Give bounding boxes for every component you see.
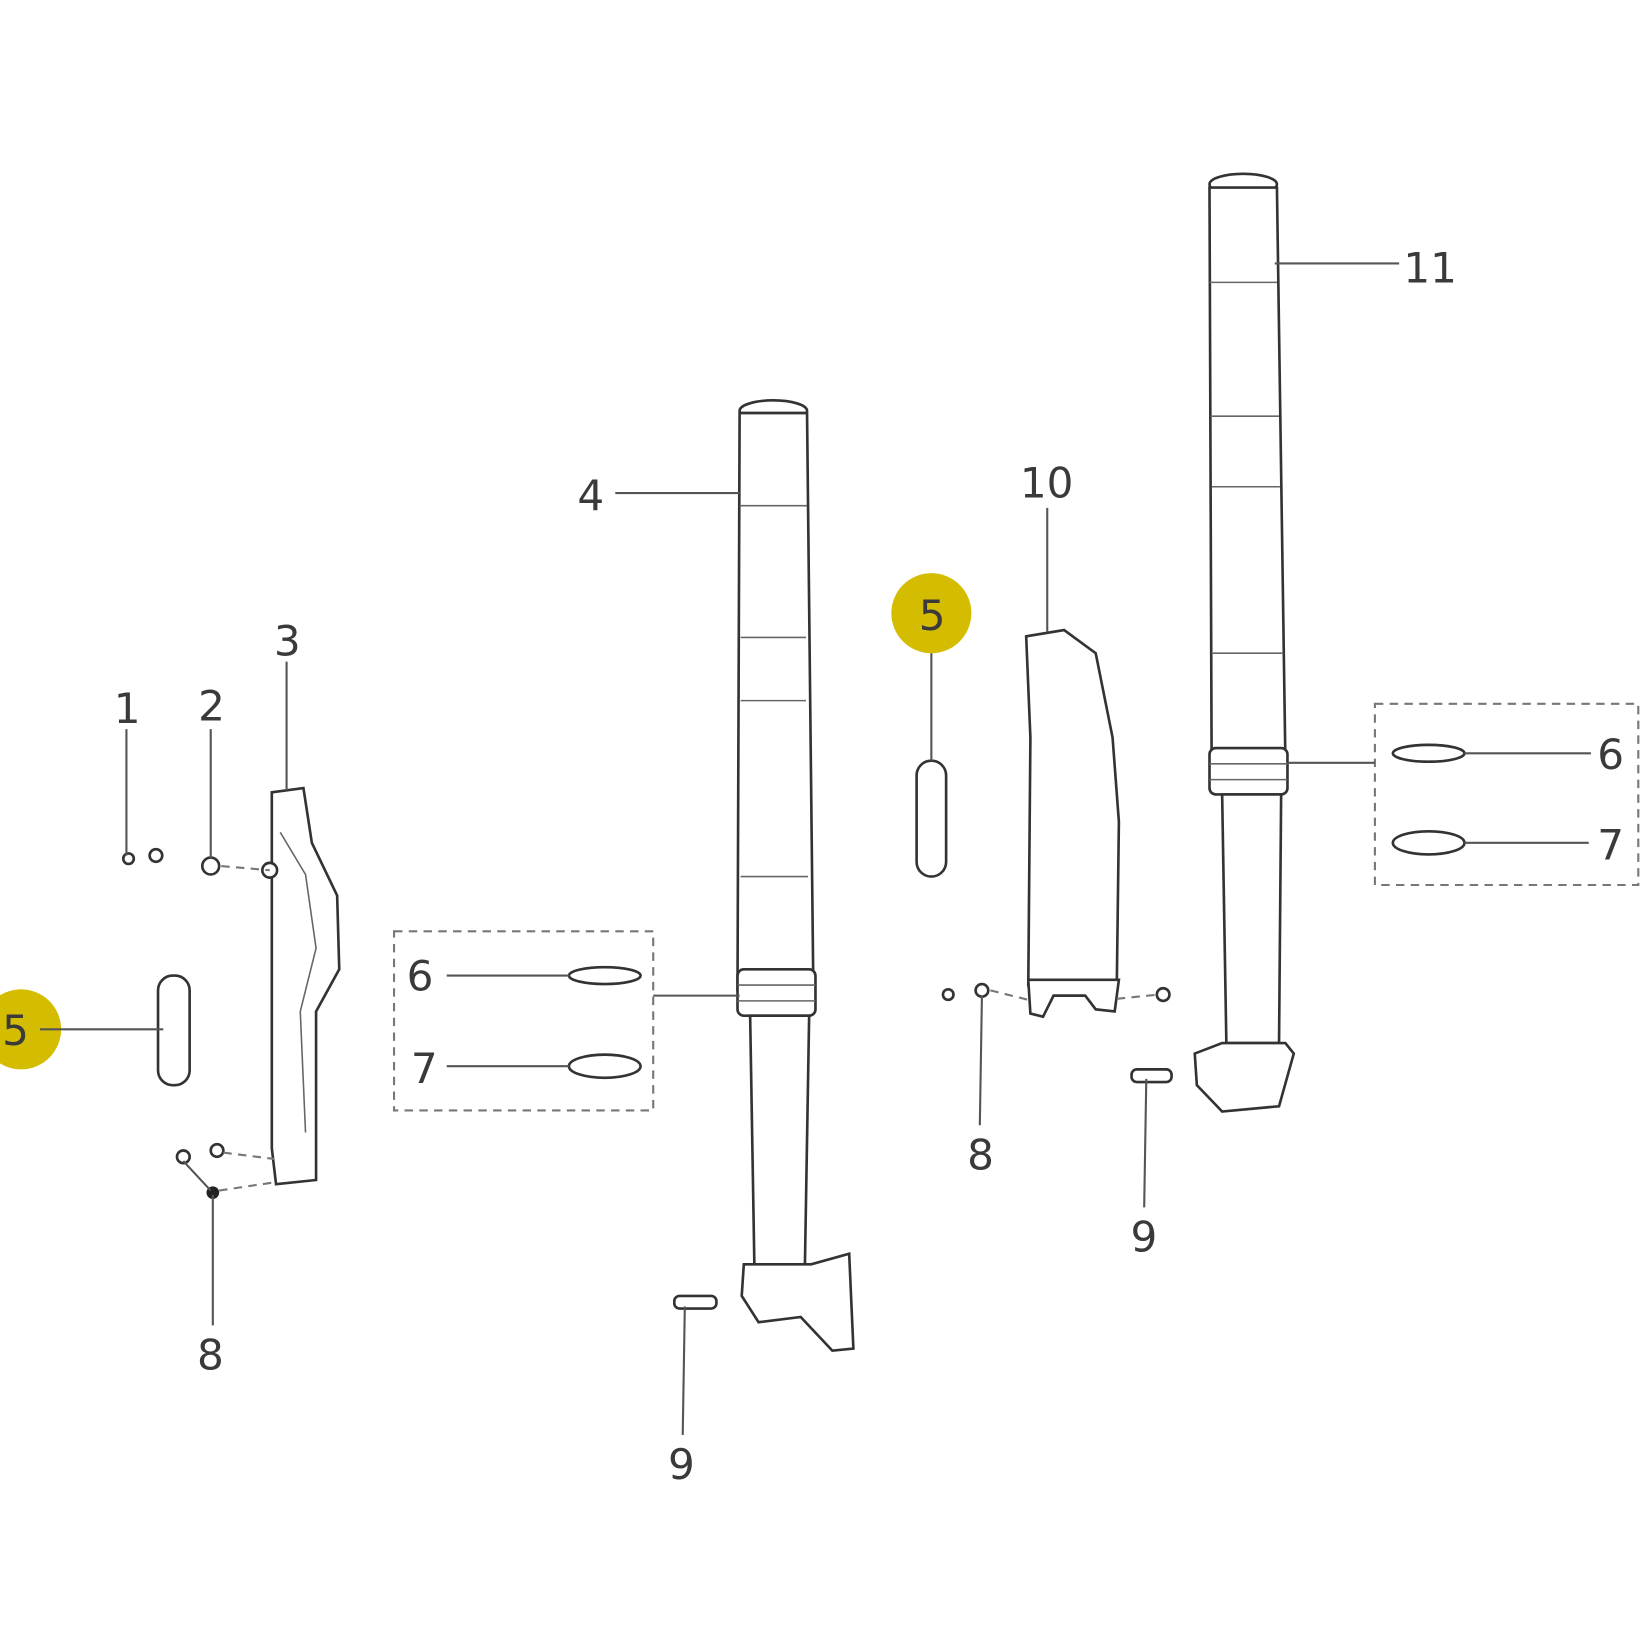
highlight-marker-5-left[interactable]: [0, 989, 62, 1070]
callout-3: 3: [274, 616, 301, 665]
seal-kit-box-left: [392, 930, 655, 1112]
callout-9-left: 9: [668, 1440, 695, 1489]
callout-8-left: 8: [197, 1331, 224, 1380]
callout-5-center: 5: [919, 591, 946, 640]
callout-6-right: 6: [1597, 730, 1624, 779]
callout-1: 1: [114, 684, 141, 733]
callout-6-left: 6: [407, 951, 434, 1000]
callout-10: 10: [1020, 458, 1074, 507]
fork-guard-right: [1024, 628, 1121, 987]
callout-9-right: 9: [1130, 1213, 1157, 1262]
fork-tube-left: [736, 399, 855, 1353]
leader-lines: [40, 262, 1591, 1435]
seal-kit-box-right: [1373, 702, 1640, 887]
fork-guard-left: [270, 786, 341, 1186]
callout-7-right: 7: [1597, 821, 1624, 870]
callout-11: 11: [1403, 243, 1457, 292]
callout-4: 4: [577, 471, 604, 520]
reflector-center[interactable]: [915, 759, 948, 878]
callout-8-right: 8: [967, 1130, 994, 1179]
fork-tube-right: [1193, 172, 1296, 1113]
callout-5-left: 5: [2, 1006, 29, 1055]
callout-7-left: 7: [411, 1044, 438, 1093]
highlight-marker-5-center[interactable]: [891, 573, 972, 654]
callout-2: 2: [198, 682, 225, 731]
